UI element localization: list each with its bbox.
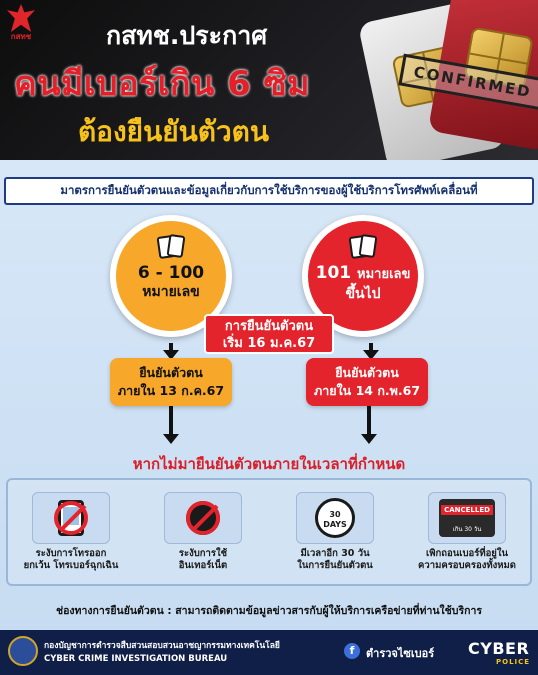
consequence-item: ระงับการโทรออก ยกเว้น โทรเบอร์ฉุกเฉิน <box>16 492 126 576</box>
arrow-down-icon <box>163 434 179 444</box>
subheadline: ต้องยืนยันตัวตน <box>78 115 269 148</box>
facebook-icon[interactable]: f <box>344 643 360 659</box>
group-label: ขึ้นไป <box>345 286 381 302</box>
start-line1: การยืนยันตัวตน <box>224 319 314 334</box>
group-label: หมายเลข <box>142 284 200 300</box>
group-number: 101 หมายเลข <box>315 263 411 283</box>
arrow-down-icon <box>363 350 379 360</box>
logo-text: กสทช <box>10 32 32 41</box>
calendar-icon: 30 DAYS <box>315 498 355 538</box>
cyber-brand: CYBER <box>468 639 530 658</box>
org-name-en: CYBER CRIME INVESTIGATION BUREAU <box>44 654 228 664</box>
police-badge-icon <box>8 636 38 666</box>
consequence-item: CANCELLED เกิน 30 วัน เพิกถอนเบอร์ที่อยู… <box>412 492 522 576</box>
deadline-line2: ภายใน 14 ก.พ.67 <box>313 383 421 398</box>
deadline-line1: ยืนยันตัวตน <box>335 365 399 380</box>
deadline-line1: ยืนยันตัวตน <box>139 365 203 380</box>
consequence-line2: ยกเว้น โทรเบอร์ฉุกเฉิน <box>23 560 119 571</box>
warning-text: หากไม่มายืนยันตัวตนภายในเวลาที่กำหนด <box>132 455 406 473</box>
deadline-6-100: ยืนยันตัวตน ภายใน 13 ก.ค.67 <box>110 358 232 406</box>
sim-icon <box>348 233 378 260</box>
consequence-line1: เพิกถอนเบอร์ที่อยู่ใน <box>426 548 508 559</box>
group-6-100-circle: 6 - 100 หมายเลข <box>110 215 232 337</box>
consequence-line2: ในการยืนยันตัวตน <box>297 560 373 571</box>
connector-line <box>367 406 371 436</box>
headline: คนมีเบอร์เกิน 6 ซิม <box>14 64 311 104</box>
start-date-box: การยืนยันตัวตน เริ่ม 16 ม.ค.67 <box>204 314 334 354</box>
consequence-line1: มีเวลาอีก 30 วัน <box>300 548 370 559</box>
deadline-101: ยืนยันตัวตน ภายใน 14 ก.พ.67 <box>306 358 428 406</box>
cancelled-icon: CANCELLED เกิน 30 วัน <box>439 499 495 537</box>
consequence-line2: อินเทอร์เน็ต <box>178 560 228 571</box>
channel-text: ช่องทางการยืนยันตัวตน : สามารถติดตามข้อม… <box>56 605 482 617</box>
measure-banner: มาตรการยืนยันตัวตนและข้อมูลเกี่ยวกับการใ… <box>4 177 534 205</box>
garuda-icon <box>7 4 35 32</box>
group-number: 6 - 100 <box>137 263 205 283</box>
nbtc-logo: กสทช <box>4 4 38 42</box>
arrow-down-icon <box>361 434 377 444</box>
header-title: กสทช.ประกาศ <box>106 21 268 50</box>
footer: กองบัญชาการตำรวจสืบสวนสอบสวนอาชญากรรมทาง… <box>0 630 538 675</box>
consequence-line2: ความครอบครองทั้งหมด <box>418 560 516 571</box>
consequence-item: 30 DAYS มีเวลาอีก 30 วัน ในการยืนยันตัวต… <box>280 492 390 576</box>
arrow-down-icon <box>163 350 179 360</box>
facebook-page-link[interactable]: ตำรวจไซเบอร์ <box>366 647 435 660</box>
sim-icon <box>156 233 186 260</box>
consequence-line1: ระงับการใช้ <box>178 548 228 559</box>
start-line2: เริ่ม 16 ม.ค.67 <box>222 336 316 351</box>
deadline-line2: ภายใน 13 ก.ค.67 <box>117 383 225 398</box>
consequence-item: ระงับการใช้ อินเทอร์เน็ต <box>148 492 258 576</box>
police-brand: POLICE <box>496 658 531 666</box>
connector-line <box>169 406 173 436</box>
org-name-th: กองบัญชาการตำรวจสืบสวนสอบสวนอาชญากรรมทาง… <box>44 641 280 651</box>
consequence-line1: ระงับการโทรออก <box>35 548 107 559</box>
header: กสทช กสทช.ประกาศ คนมีเบอร์เกิน 6 ซิม ต้อ… <box>0 0 538 160</box>
infographic-body: มาตรการยืนยันตัวตนและข้อมูลเกี่ยวกับการใ… <box>0 160 538 630</box>
consequences-panel: ระงับการโทรออก ยกเว้น โทรเบอร์ฉุกเฉิน ระ… <box>6 478 532 586</box>
